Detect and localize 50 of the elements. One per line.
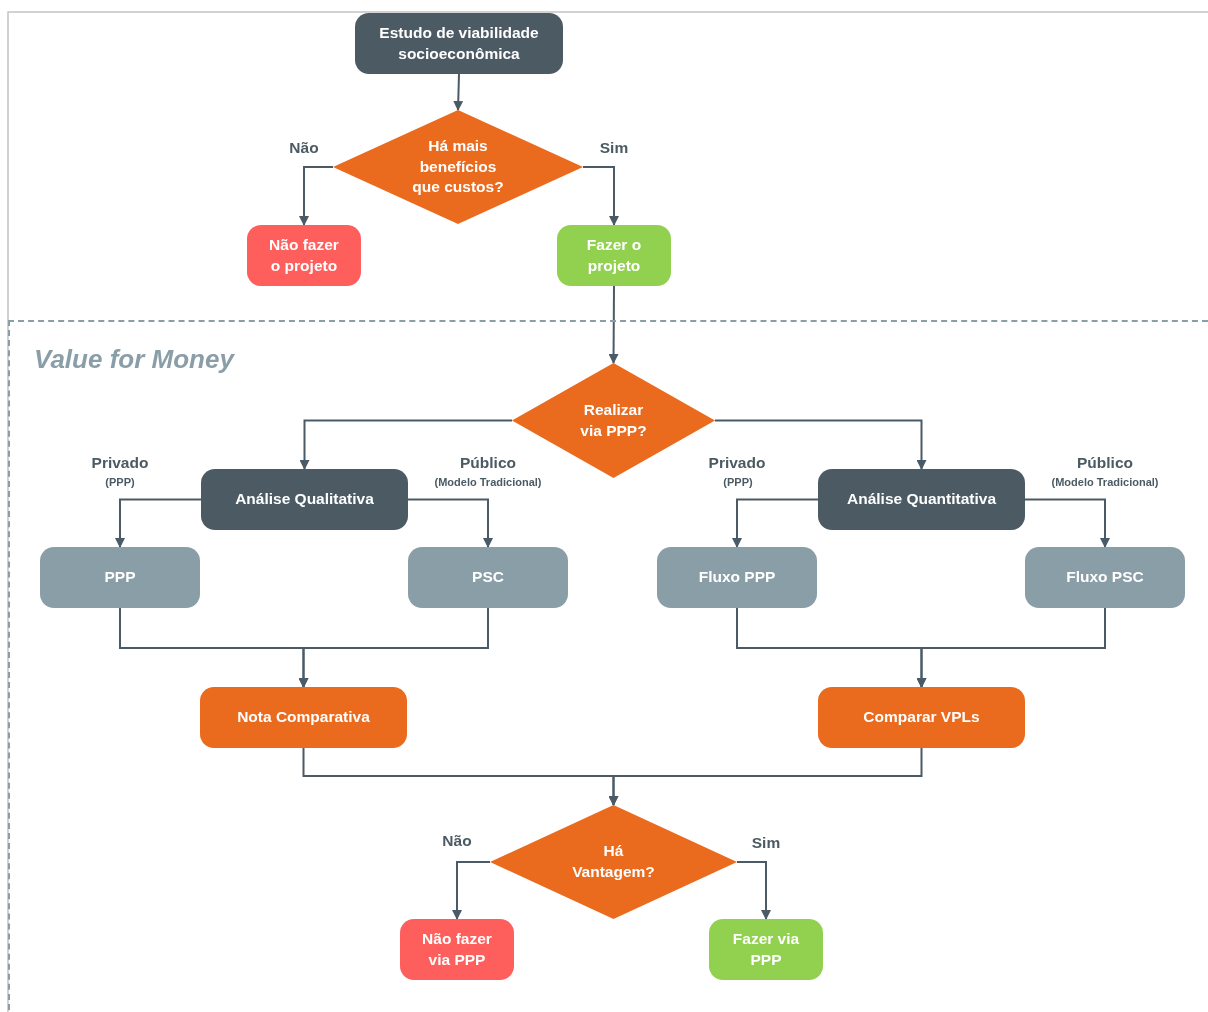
box-text: Análise Qualitativa (234, 489, 375, 510)
box-text: PPP (103, 567, 137, 588)
process-box (818, 687, 1025, 748)
decision-text: Há mais benefícios que custos? (411, 135, 505, 198)
box-text: PSC (471, 567, 505, 588)
end-box (709, 919, 823, 980)
region-title: Value for Money (34, 344, 234, 375)
process-box (1025, 547, 1185, 608)
arrow (407, 498, 493, 548)
branch-note: (Modelo Tradicional) (434, 476, 542, 488)
branch-note: (Modelo Tradicional) (1051, 476, 1159, 488)
end-box (557, 225, 671, 286)
dashed-region (8, 320, 1208, 1012)
arrow (714, 419, 927, 470)
arrow (299, 419, 513, 470)
decision-text: Realizar via PPP? (579, 399, 648, 441)
box-text: Fluxo PPP (697, 567, 777, 588)
arrow (1024, 498, 1110, 548)
arrow (452, 861, 491, 920)
box-text: Comparar VPLs (862, 707, 981, 728)
decision-text: Há Vantagem? (571, 841, 656, 882)
process-box (408, 547, 568, 608)
arrow (582, 166, 619, 226)
box-text: Nota Comparativa (236, 707, 371, 728)
arrow (115, 498, 202, 548)
box-text: Fazer o projeto (585, 234, 643, 276)
arrow (732, 498, 819, 548)
arrow (298, 607, 489, 688)
process-box (355, 13, 563, 74)
arrow (299, 166, 334, 226)
box-text: Análise Quantitativa (846, 489, 998, 510)
process-box (657, 547, 817, 608)
arrow (608, 747, 923, 806)
branch-note: (PPP) (105, 476, 135, 488)
branch-note: (PPP) (723, 476, 753, 488)
box-text: Fluxo PSC (1065, 567, 1145, 588)
arrow (916, 607, 1106, 688)
box-text: Não fazer via PPP (421, 928, 493, 970)
box-text: Fazer via PPP (731, 928, 801, 970)
arrow (736, 861, 771, 920)
box-text: Estudo de viabilidade socioeconômica (378, 22, 540, 64)
box-text: Não fazer o projeto (268, 234, 340, 276)
process-box (200, 687, 407, 748)
end-box (247, 225, 361, 286)
end-box (400, 919, 514, 980)
process-box (818, 469, 1025, 530)
process-box (40, 547, 200, 608)
arrow (453, 73, 464, 111)
arrow (608, 285, 619, 364)
process-box (201, 469, 408, 530)
